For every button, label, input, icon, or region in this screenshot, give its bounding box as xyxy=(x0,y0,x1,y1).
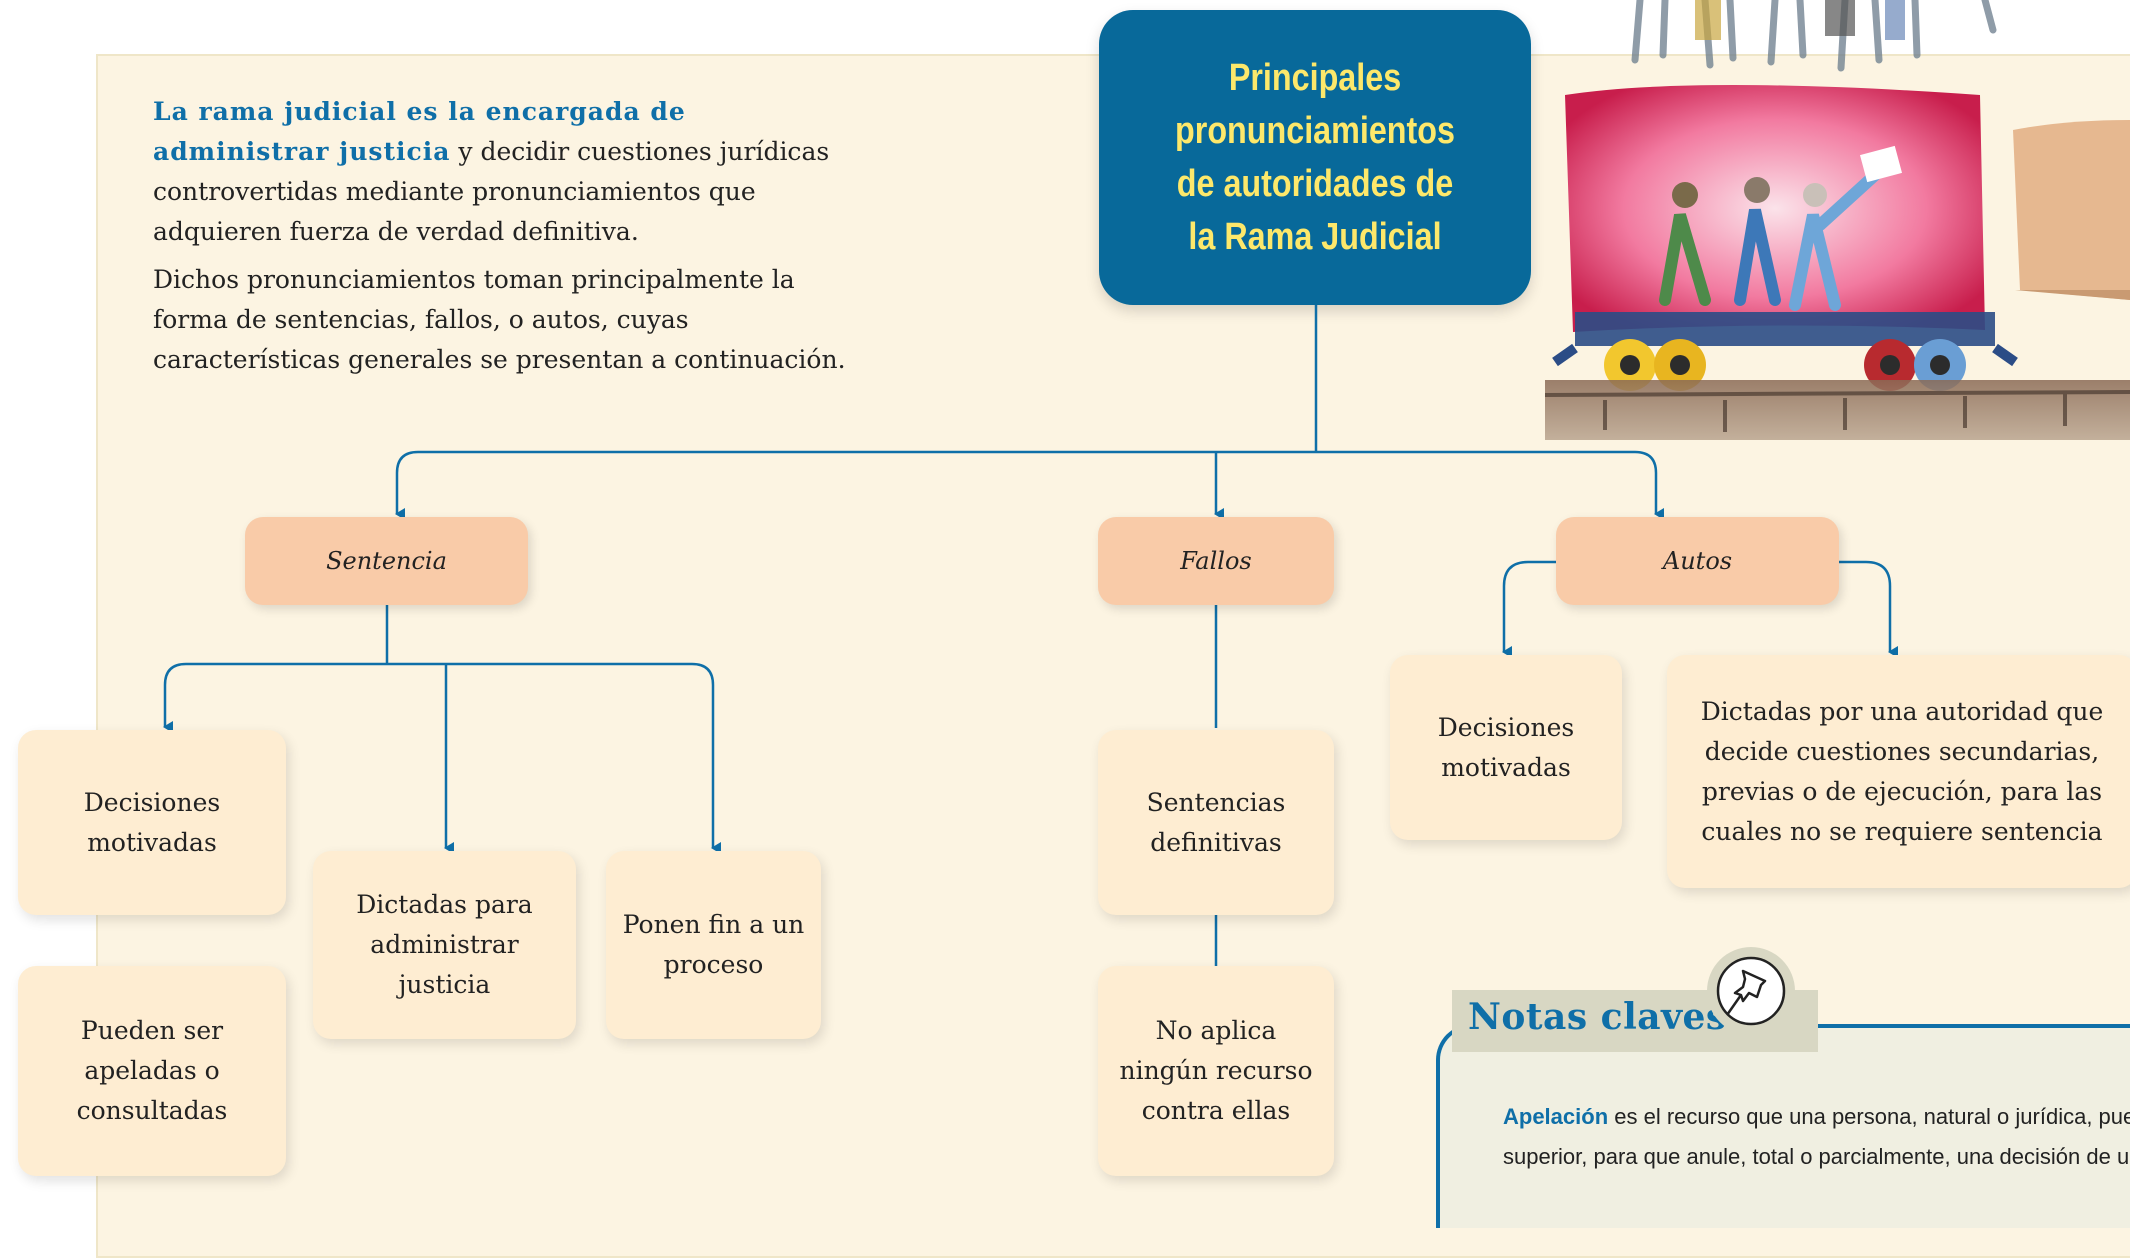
intro-text: La rama judicial es la encargada de admi… xyxy=(153,92,853,388)
sentencia-card-3: Ponen fin a un proceso xyxy=(606,851,821,1039)
category-fallos-label: Fallos xyxy=(1180,547,1252,575)
intro-text-rest: y decidir cuestiones jurídicas controver… xyxy=(153,137,830,246)
category-sentencia: Sentencia xyxy=(245,517,528,605)
connector-sentencia-left xyxy=(163,662,387,733)
notes-keyword: Apelación xyxy=(1503,1104,1609,1129)
category-fallos: Fallos xyxy=(1098,517,1334,605)
sentencia-card-2: Dictadas para administrar justicia xyxy=(313,851,576,1039)
autos-card-2-text: Dictadas por una autoridad que decide cu… xyxy=(1700,696,2104,846)
pushpin-icon xyxy=(1705,945,1797,1037)
sentencia-card-1-text: Decisiones motivadas xyxy=(83,787,221,857)
autos-card-2: Dictadas por una autoridad que decide cu… xyxy=(1667,655,2130,888)
fallos-card-1: Sentencias definitivas xyxy=(1098,730,1334,915)
connector-lines xyxy=(163,305,1898,966)
connector-autos-right xyxy=(1838,560,1898,658)
connector-branch-sentencia xyxy=(395,450,1316,520)
autos-card-1: Decisiones motivadas xyxy=(1390,655,1622,840)
autos-card-1-text: Decisiones motivadas xyxy=(1437,712,1575,782)
fallos-card-2: No aplica ningún recurso contra ellas xyxy=(1098,966,1334,1176)
notes-text: Apelación es el recurso que una persona,… xyxy=(1503,1097,2130,1177)
category-autos: Autos xyxy=(1556,517,1839,605)
sentencia-card-3-text: Ponen fin a un proceso xyxy=(622,910,805,979)
sentencia-card-4: Pueden ser apeladas o consultadas xyxy=(18,966,286,1176)
connector-branch-autos xyxy=(1316,450,1664,520)
intro-bold-text: La rama judicial es la encargada de admi… xyxy=(153,97,686,166)
intro-paragraph-2: Dichos pronunciamientos toman principalm… xyxy=(153,265,846,374)
notes-line-2: superior, para que anule, total o parcia… xyxy=(1503,1144,2130,1169)
connector-autos-left xyxy=(1502,560,1556,658)
intro-paragraph-1: La rama judicial es la encargada de admi… xyxy=(153,92,853,252)
sentencia-card-2-text: Dictadas para administrar justicia xyxy=(356,890,533,999)
notes-title: Notas claves xyxy=(1468,996,1727,1038)
fallos-card-1-text: Sentencias definitivas xyxy=(1146,787,1286,857)
main-title-box: Principales pronunciamientos de autorida… xyxy=(1099,10,1531,305)
fallos-card-2-text: No aplica ningún recurso contra ellas xyxy=(1119,1016,1313,1125)
notes-line-1: Apelación es el recurso que una persona,… xyxy=(1503,1097,2130,1137)
connector-sentencia-right xyxy=(387,662,721,854)
notes-line-1-text: es el recurso que una persona, natural o… xyxy=(1608,1104,2130,1129)
sentencia-card-1: Decisiones motivadas xyxy=(18,730,286,915)
category-autos-label: Autos xyxy=(1662,547,1733,575)
sentencia-card-4-text: Pueden ser apeladas o consultadas xyxy=(76,1016,228,1125)
main-title: Principales pronunciamientos de autorida… xyxy=(1175,56,1455,258)
category-sentencia-label: Sentencia xyxy=(326,547,447,575)
children-cart-illustration xyxy=(1545,0,2130,440)
